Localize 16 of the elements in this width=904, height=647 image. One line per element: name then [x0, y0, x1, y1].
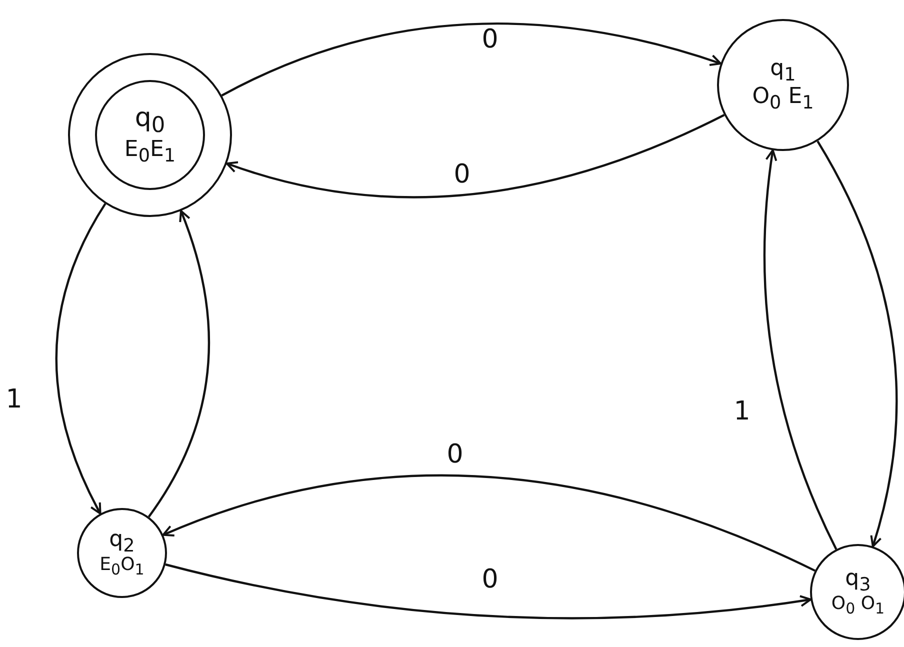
state-name: q$_{2}$ — [109, 528, 135, 556]
transition-arrow — [816, 140, 898, 548]
state-parity-label: O$_{0}$ O$_{1}$ — [831, 594, 885, 617]
state-name: q$_{0}$ — [134, 104, 166, 138]
transition-arrow — [148, 210, 210, 518]
state-parity-label: O$_{0}$ E$_{1}$ — [752, 85, 814, 113]
transition-arrow — [763, 149, 838, 550]
state-parity-label: E$_{0}$E$_{1}$ — [124, 138, 176, 166]
state-name: q$_{1}$ — [770, 57, 796, 85]
state-name: q$_{3}$ — [845, 567, 871, 595]
transition-arrow — [162, 474, 816, 572]
state-parity-label: E$_{0}$O$_{1}$ — [100, 556, 144, 578]
transition-arrow — [55, 203, 106, 515]
transition-arrow — [226, 114, 725, 198]
transition-arrow — [165, 563, 812, 620]
transition-arrow — [221, 22, 722, 96]
